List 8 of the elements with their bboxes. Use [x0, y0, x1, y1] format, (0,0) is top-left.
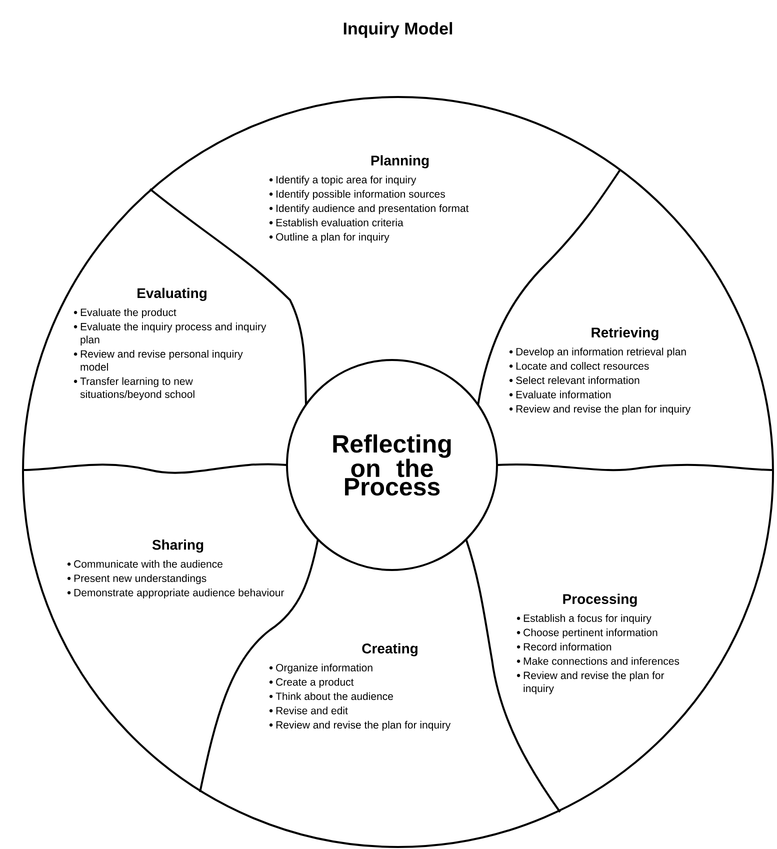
puzzle-piece-text: Retrieving Develop an information retrieval plan Locate and collect resources Select relevant information Evaluate information Review and revise the plan for inquiry	[509, 327, 691, 415]
title: Inquiry Model	[344, 22, 452, 38]
puzzle-piece-text: Creating Organize information Create a product Think about the audience Revise and edit Review and revise the plan for inquiry	[269, 643, 451, 731]
puzzle-piece-text: Processing Establish a focus for inquiry Choose pertinent information Record information Make connections and inferences Review and revise the plan for inquiry	[516, 594, 680, 694]
puzzle-piece-text: Sharing Communicate with the audience Present new understandings Demonstrate appropriate audience behaviour	[67, 540, 284, 598]
puzzle-piece-text: Planning Identify a topic area for inquiry Identify possible information sources Identify audience and presentation format Establish evaluation criteria Outline a plan for inquiry	[269, 155, 469, 243]
center-piece: Reflecting on the Process	[286, 359, 498, 571]
puzzle-piece-text: Evaluating Evaluate the product Evaluate the inquiry process and inquiry plan Review and revise personal inquiry model Transfer learning to new situations/beyond school	[74, 288, 266, 400]
